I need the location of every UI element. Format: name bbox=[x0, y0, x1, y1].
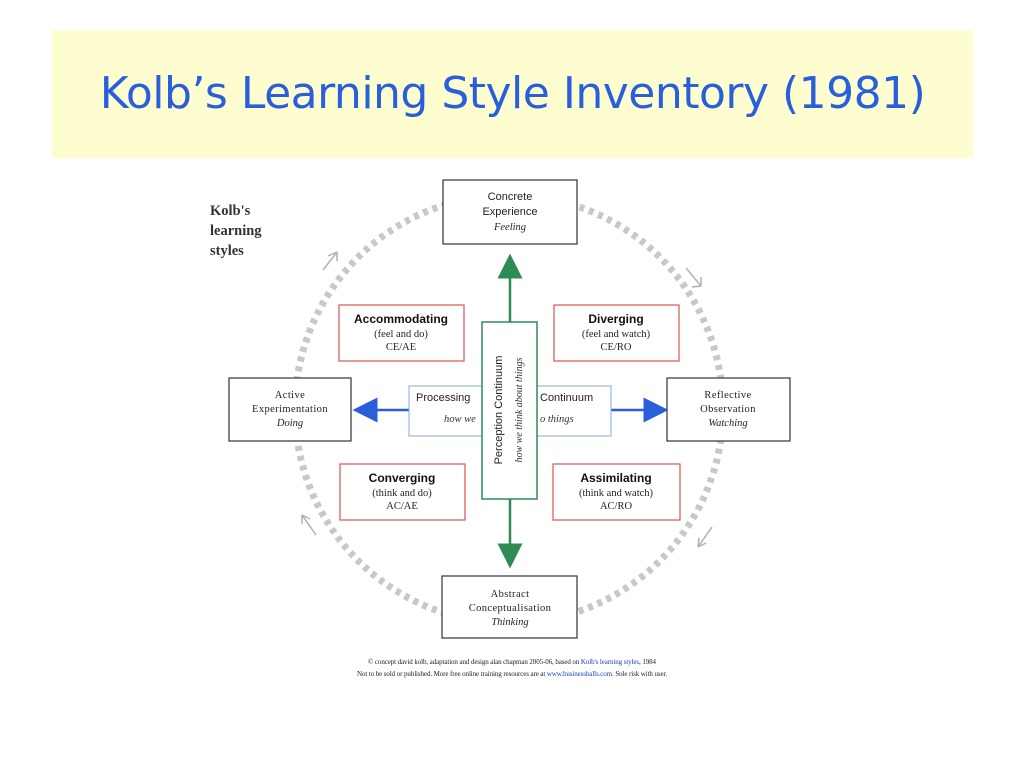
pole-left-line1: Active bbox=[275, 390, 305, 401]
diagram-heading-line-3: styles bbox=[210, 243, 244, 259]
diagram-heading-line-2: learning bbox=[210, 223, 262, 239]
style-assimilating: Assimilating (think and watch) AC/RO bbox=[552, 463, 681, 521]
style-converging-name: Converging bbox=[369, 471, 436, 485]
footer-line-1: © concept david kolb, adaptation and des… bbox=[0, 658, 1024, 666]
style-accommodating-code: CE/AE bbox=[386, 342, 416, 353]
style-assimilating-name: Assimilating bbox=[580, 471, 651, 485]
footer-line2-pre: Not to be sold or published. More free o… bbox=[357, 670, 547, 678]
pole-right-line3: Watching bbox=[708, 418, 747, 429]
pole-right-line2: Observation bbox=[700, 404, 756, 415]
processing-sub-left: how we bbox=[444, 414, 476, 425]
pole-bottom-line1: Abstract bbox=[491, 589, 530, 600]
title-banner: Kolb’s Learning Style Inventory (1981) bbox=[52, 30, 973, 158]
diagram-heading-line-1: Kolb's bbox=[210, 203, 251, 219]
style-assimilating-code: AC/RO bbox=[600, 501, 633, 512]
perception-continuum-box bbox=[481, 321, 538, 500]
pole-bottom-line3: Thinking bbox=[491, 617, 528, 628]
perception-sub: how we think about things bbox=[514, 357, 525, 462]
style-accommodating-desc: (feel and do) bbox=[374, 329, 428, 340]
cycle-arrow-bottom-left bbox=[301, 514, 317, 536]
processing-sub-right: o things bbox=[540, 414, 574, 425]
pole-reflective-observation: Reflective Observation Watching bbox=[666, 377, 791, 442]
pole-left-line2: Experimentation bbox=[252, 404, 328, 415]
slide-title: Kolb’s Learning Style Inventory (1981) bbox=[99, 68, 926, 119]
perception-label: Perception Continuum bbox=[493, 356, 505, 465]
pole-abstract-conceptualisation: Abstract Conceptualisation Thinking bbox=[441, 575, 578, 639]
style-converging-code: AC/AE bbox=[386, 501, 418, 512]
footer-line-2: Not to be sold or published. More free o… bbox=[0, 670, 1024, 678]
style-converging: Converging (think and do) AC/AE bbox=[339, 463, 466, 521]
cycle-arrow-top-left bbox=[322, 251, 338, 271]
cycle-arrow-top-right bbox=[685, 267, 702, 288]
footer-line1-post: , 1984 bbox=[639, 658, 656, 666]
processing-label-right: Continuum bbox=[540, 392, 593, 404]
pole-right-line1: Reflective bbox=[704, 390, 751, 401]
style-diverging: Diverging (feel and watch) CE/RO bbox=[553, 304, 680, 362]
footer-line2-post: . Sole risk with user. bbox=[612, 670, 667, 678]
style-diverging-desc: (feel and watch) bbox=[582, 329, 651, 340]
cycle-arrow-bottom-right bbox=[697, 526, 713, 548]
style-converging-desc: (think and do) bbox=[372, 488, 432, 499]
style-accommodating: Accommodating (feel and do) CE/AE bbox=[338, 304, 465, 362]
style-diverging-name: Diverging bbox=[588, 312, 643, 326]
style-assimilating-desc: (think and watch) bbox=[579, 488, 654, 499]
processing-label-left: Processing bbox=[416, 392, 470, 404]
pole-top-line2: Experience bbox=[482, 206, 537, 218]
footer-line1-link[interactable]: Kolb's learning styles bbox=[580, 658, 640, 666]
pole-top-line1: Concrete bbox=[488, 191, 533, 203]
style-accommodating-name: Accommodating bbox=[354, 312, 448, 326]
footer-line2-link[interactable]: www.businessballs.com bbox=[546, 670, 613, 678]
pole-left-line3: Doing bbox=[276, 418, 303, 429]
footer-line1-pre: © concept david kolb, adaptation and des… bbox=[368, 658, 581, 666]
pole-concrete-experience: Concrete Experience Feeling bbox=[442, 179, 578, 245]
pole-bottom-line2: Conceptualisation bbox=[469, 603, 552, 614]
pole-active-experimentation: Active Experimentation Doing bbox=[228, 377, 352, 442]
style-diverging-code: CE/RO bbox=[601, 342, 632, 353]
pole-top-line3: Feeling bbox=[493, 222, 526, 233]
